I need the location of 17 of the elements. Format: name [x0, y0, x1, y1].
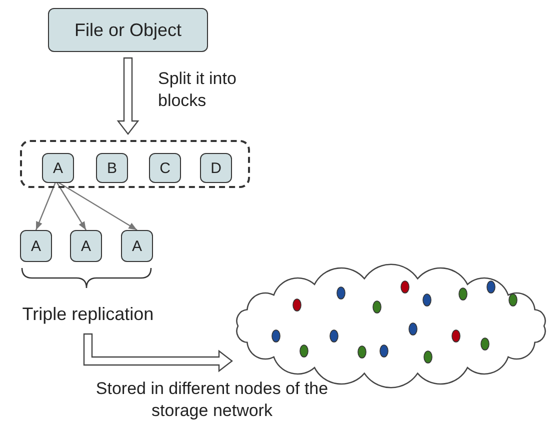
caption-text: Triple replication [6, 300, 170, 328]
block-box: D [200, 153, 232, 183]
arrow [35, 180, 57, 230]
dashed-group-box [20, 140, 250, 188]
block-box: A [70, 230, 102, 262]
block-box: A [20, 230, 52, 262]
block-box: B [96, 153, 128, 183]
edge-label: Split it into blocks [158, 68, 238, 112]
block-box: A [121, 230, 153, 262]
edge-label: Stored in different nodes of the storage network [94, 378, 330, 422]
arrow [55, 180, 87, 230]
block-box: A [42, 153, 74, 183]
block-box: C [149, 153, 181, 183]
block-box: File or Object [48, 8, 208, 52]
hollow-arrow [116, 57, 140, 135]
hollow-arrow [83, 333, 233, 372]
arrow [56, 180, 138, 231]
